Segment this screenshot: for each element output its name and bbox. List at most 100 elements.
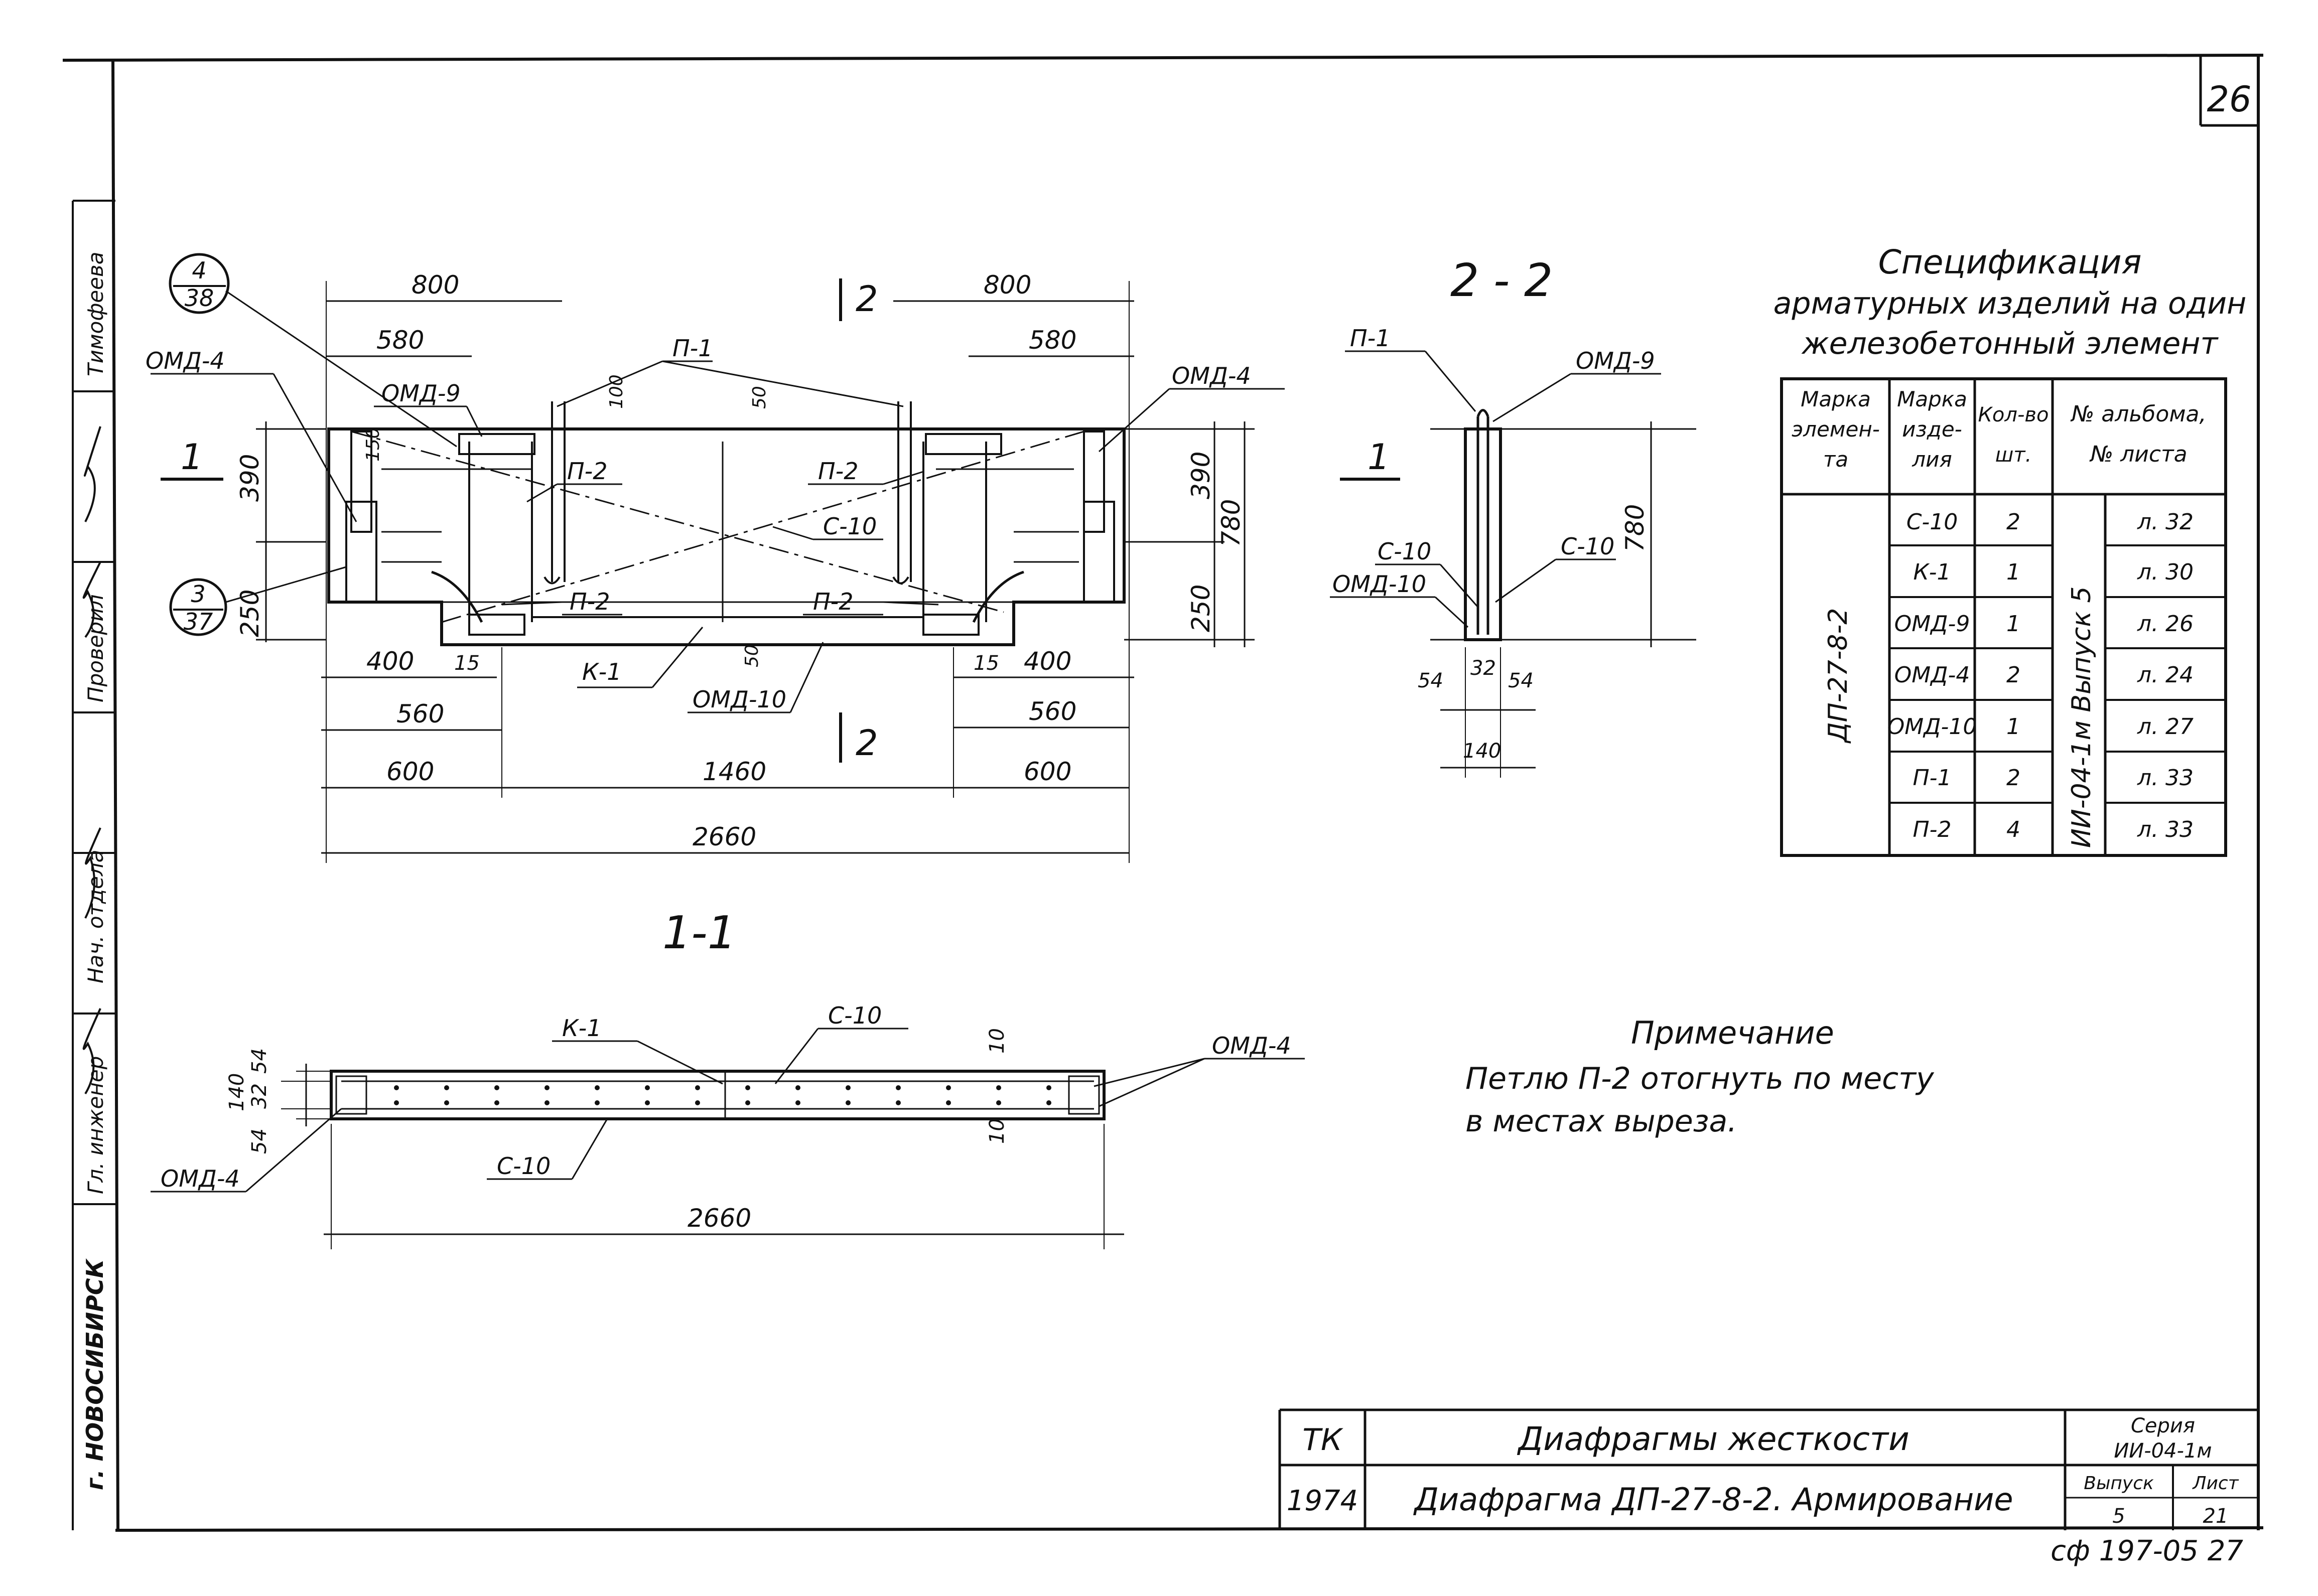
- signature-4: [82, 1008, 101, 1095]
- spec-cell-mark: П-2: [1913, 817, 1952, 842]
- dim-390-left: 390: [235, 454, 264, 502]
- label-p2-a: П-2: [567, 458, 607, 485]
- label-p2-c: П-2: [570, 588, 610, 615]
- section-2-2-dim-140: 140: [1463, 740, 1501, 763]
- spec-cell-mark: П-1: [1913, 765, 1952, 791]
- callout-4-38-bottom: 38: [185, 284, 214, 312]
- dim-150: 150: [363, 427, 383, 462]
- dim-800-left: 800: [412, 270, 459, 300]
- section-1-1-label-c10-top: С-10: [828, 1002, 882, 1029]
- section-2-2-label-c10-left: С-10: [1378, 538, 1431, 565]
- signature-1: [84, 827, 101, 919]
- title-block-title-2: Диафрагма ДП-27-8-2. Армирование: [1413, 1481, 2013, 1518]
- sheet-number: 26: [2207, 79, 2251, 120]
- spec-cell-qty: 1: [2006, 559, 2020, 585]
- title-block-org: ТК: [1302, 1422, 1343, 1458]
- dim-15-left: 15: [454, 652, 480, 675]
- spec-cell-mark: ОМД-10: [1887, 714, 1977, 740]
- spec-table: Спецификация арматурных изделий на один …: [1774, 243, 2246, 857]
- dim-780-right: 780: [1216, 499, 1246, 547]
- table-row: С-10 2 л. 32: [1889, 509, 2226, 546]
- section-mark-2-top: 2: [856, 278, 878, 320]
- section-1-1-dim-32: 32: [248, 1083, 271, 1109]
- dim-50-bottom: 50: [742, 644, 762, 667]
- dim-800-right: 800: [984, 270, 1031, 300]
- section-1-1-dim-10-top: 10: [986, 1028, 1009, 1054]
- side-stamp-name: Тимофеева: [83, 252, 108, 376]
- section-mark-2-bottom: 2: [856, 722, 878, 764]
- section-1-1-label-c10-bottom: С-10: [497, 1152, 551, 1180]
- side-stamp-role-1: Гл. инженер: [83, 1056, 108, 1194]
- spec-cell-sheet: л. 26: [2137, 611, 2194, 637]
- title-block: ТК 1974 Диафрагмы жесткости Диафрагма ДП…: [1278, 1408, 2258, 1567]
- section-1-1-dim-2660: 2660: [688, 1204, 751, 1233]
- side-stamp-city: г. НОВОСИБИРСК: [81, 1258, 108, 1490]
- spec-cell-qty: 2: [2006, 765, 2020, 791]
- label-p1: П-1: [672, 335, 713, 362]
- dim-15-right: 15: [974, 652, 999, 675]
- spec-head-c2-l1: Марка: [1897, 387, 1967, 411]
- dim-400-right: 400: [1024, 647, 1071, 676]
- title-block-title-1: Диафрагмы жесткости: [1517, 1421, 1910, 1458]
- section-1-1-label-omd4-right: ОМД-4: [1212, 1032, 1291, 1059]
- spec-head-c1-l2: элемен-: [1792, 417, 1880, 442]
- signature-2: [82, 561, 101, 638]
- section-1-1: 1-1 К-1 С-10 ОМД-4 ОМД-4: [151, 907, 1305, 1249]
- spec-element-mark: ДП-27-8-2: [1823, 608, 1853, 744]
- table-row: П-2 4 л. 33: [1913, 817, 2194, 842]
- spec-cell-qty: 1: [2006, 714, 2020, 740]
- note-line-1: Петлю П-2 отогнуть по месту: [1465, 1061, 1935, 1096]
- section-1-1-label-k1: К-1: [562, 1014, 602, 1042]
- section-1-1-label-omd4-left: ОМД-4: [161, 1165, 240, 1192]
- spec-head-c2-l3: лия: [1912, 447, 1952, 472]
- spec-title-1: Спецификация: [1878, 243, 2142, 281]
- table-row: ОМД-10 1 л. 27: [1887, 714, 2226, 753]
- spec-cell-sheet: л. 30: [2137, 559, 2194, 585]
- signature-3: [83, 426, 101, 522]
- dim-580-left: 580: [376, 326, 424, 355]
- title-block-series-label: Серия: [2131, 1414, 2195, 1437]
- sheet-number-box: 26: [2199, 55, 2258, 127]
- dim-600-left: 600: [386, 757, 434, 786]
- section-2-2-dim-32: 32: [1470, 657, 1496, 680]
- section-1-1-dim-54-bottom: 54: [248, 1128, 271, 1154]
- title-block-series-value: ИИ-04-1м: [2114, 1439, 2212, 1463]
- label-omd9: ОМД-9: [381, 380, 461, 407]
- section-2-2-title: 2 - 2: [1450, 254, 1553, 307]
- table-row: ОМД-9 1 л. 26: [1889, 611, 2226, 649]
- spec-cell-sheet: л. 24: [2137, 662, 2194, 688]
- section-2-2-mark-1: 1: [1368, 437, 1390, 478]
- elevation-view: 2 2 1 4 38 3 37 ОМД-4 ОМД-9 П-1 ОМД-4 П-…: [146, 253, 1285, 863]
- spec-cell-qty: 4: [2006, 817, 2020, 842]
- label-c10: С-10: [823, 513, 877, 540]
- table-row: ОМД-4 2 л. 24: [1889, 662, 2226, 701]
- title-block-issue-value: 5: [2112, 1505, 2125, 1528]
- spec-cell-mark: К-1: [1913, 559, 1951, 585]
- section-2-2-label-c10-right: С-10: [1561, 533, 1614, 560]
- dim-600-right: 600: [1024, 757, 1071, 786]
- spec-cell-qty: 1: [2006, 611, 2020, 637]
- spec-cell-qty: 2: [2006, 662, 2020, 688]
- section-2-2-dim-54-right: 54: [1508, 669, 1534, 692]
- note-block: Примечание Петлю П-2 отогнуть по месту в…: [1465, 1014, 1935, 1139]
- dim-560-left: 560: [396, 699, 444, 729]
- title-block-sheet-value: 21: [2203, 1505, 2229, 1528]
- section-2-2-label-omd9: ОМД-9: [1576, 347, 1655, 374]
- spec-head-c3-l2: шт.: [1995, 444, 2032, 467]
- spec-cell-mark: ОМД-4: [1894, 662, 1970, 688]
- spec-head-c1-l3: та: [1823, 447, 1848, 472]
- spec-head-c4-l2: № листа: [2089, 442, 2187, 467]
- side-stamp-role-2: Нач. отдела: [83, 850, 108, 983]
- label-omd4-right: ОМД-4: [1172, 362, 1251, 389]
- section-mark-1: 1: [181, 437, 203, 478]
- label-p2-b: П-2: [818, 458, 858, 485]
- dim-400-left: 400: [366, 647, 414, 676]
- spec-cell-qty: 2: [2006, 509, 2020, 535]
- dim-560-right: 560: [1029, 697, 1076, 726]
- spec-cell-mark: С-10: [1906, 509, 1958, 535]
- spec-head-c2-l2: изде-: [1902, 417, 1962, 442]
- callout-4-38-top: 4: [192, 257, 206, 284]
- spec-cell-sheet: л. 27: [2137, 714, 2194, 740]
- section-2-2-label-omd10: ОМД-10: [1332, 570, 1426, 598]
